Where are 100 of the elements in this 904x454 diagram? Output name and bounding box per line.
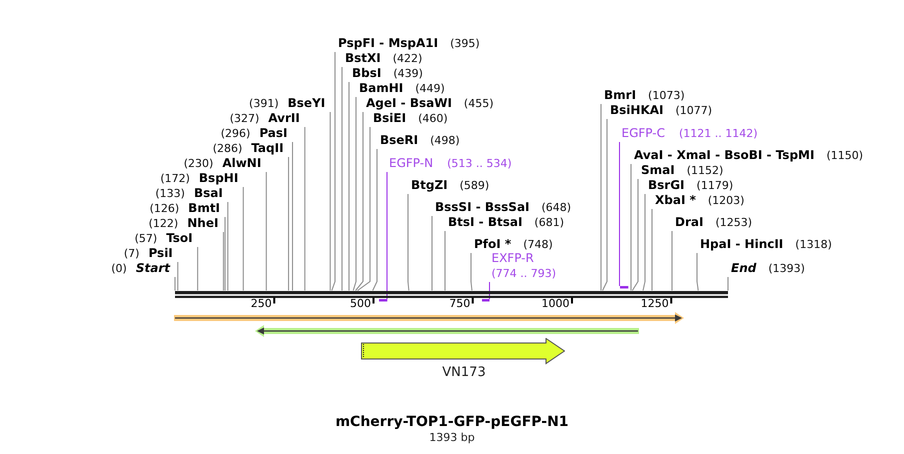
primer-name: EGFP-N xyxy=(389,155,434,171)
tick-label: 750 xyxy=(449,298,470,310)
leader-line xyxy=(632,178,638,291)
leader-line xyxy=(630,164,632,291)
tick-label: 250 xyxy=(250,298,272,310)
enzyme-name: BtgZI xyxy=(411,177,448,193)
enzyme-name: XbaI * xyxy=(655,192,696,208)
enzyme-name: BseYI xyxy=(288,95,326,111)
leader-line xyxy=(357,126,370,291)
site-position: (57) xyxy=(134,231,158,247)
site-position: (449) xyxy=(415,81,445,97)
enzyme-name: PasI xyxy=(259,125,288,141)
leader-line xyxy=(600,104,602,291)
primer-name: EXFP-R xyxy=(492,250,535,266)
site-position: (126) xyxy=(150,201,180,217)
site-position: (460) xyxy=(418,111,448,127)
primer-bar xyxy=(620,286,628,288)
enzyme-name: BsaI xyxy=(194,185,223,201)
enzyme-name: BssSI - BssSaI xyxy=(435,199,530,215)
tick-label: 500 xyxy=(350,298,371,310)
leader-line xyxy=(288,156,290,291)
leader-line xyxy=(242,186,244,291)
dna-backbone xyxy=(175,290,728,298)
site-position: (681) xyxy=(534,215,564,231)
site-position: (589) xyxy=(460,178,490,194)
primer-name: EGFP-C xyxy=(622,125,665,141)
enzyme-name: BmrI xyxy=(604,87,636,103)
enzyme-name: AgeI - BsaWI xyxy=(366,95,452,111)
site-position: (172) xyxy=(160,171,190,187)
enzyme-name: TsoI xyxy=(166,230,193,246)
enzyme-name: BsrGI xyxy=(648,177,685,193)
tick-label: 1250 xyxy=(640,298,669,310)
leader-line xyxy=(266,172,267,291)
site-position: (0) xyxy=(111,261,127,277)
site-position: (296) xyxy=(220,126,250,142)
primer-bar xyxy=(378,299,387,302)
leader-line xyxy=(408,194,410,291)
site-position: (455) xyxy=(464,96,494,112)
primer-bar xyxy=(482,299,490,302)
tick-label: 1000 xyxy=(542,298,570,310)
enzyme-name: TaqII xyxy=(251,140,284,156)
leader-line xyxy=(197,246,198,291)
primer-range: (774 .. 793) xyxy=(492,266,556,282)
enzyme-name: BtsI - BtsaI xyxy=(448,214,522,230)
site-position: (1077) xyxy=(676,103,712,119)
enzyme-name: AvrII xyxy=(268,110,300,126)
leader-line xyxy=(224,216,226,291)
site-position: (327) xyxy=(230,111,260,127)
site-position: (1073) xyxy=(648,88,685,104)
leader-line xyxy=(304,126,306,291)
primer-range: (513 .. 534) xyxy=(447,156,512,172)
leader-line xyxy=(489,282,490,300)
leader-line xyxy=(222,232,224,291)
enzyme-name: BmtI xyxy=(188,200,220,216)
site-position: (439) xyxy=(393,66,423,82)
site-position: (1253) xyxy=(715,215,752,231)
site-position: (1152) xyxy=(686,163,724,179)
enzyme-name: BspHI xyxy=(198,170,238,186)
feature-label: VN173 xyxy=(441,365,487,381)
leader-line xyxy=(372,148,378,291)
enzyme-name: BstXI xyxy=(345,50,381,66)
site-position: (1393) xyxy=(768,261,805,277)
enzyme-name: PfoI * xyxy=(474,236,512,252)
leader-line xyxy=(348,82,350,291)
site-position: (391) xyxy=(249,96,279,112)
enzyme-name: BsiEI xyxy=(373,110,406,126)
enzyme-name: HpaI - HincII xyxy=(700,236,784,252)
leader-line xyxy=(352,96,356,291)
site-position: (1150) xyxy=(826,148,864,164)
enzyme-name: PsiI xyxy=(148,245,173,261)
enzyme-name: DraI xyxy=(675,214,704,230)
leader-line xyxy=(696,252,699,291)
terminus-label: End xyxy=(731,260,756,276)
leader-line xyxy=(331,52,336,291)
enzyme-name: BsiHKAI xyxy=(610,102,664,118)
site-position: (230) xyxy=(184,156,214,172)
site-position: (395) xyxy=(450,36,480,52)
site-position: (748) xyxy=(523,237,553,253)
terminus-label: Start xyxy=(136,260,170,276)
sequence-length: 1393 bp xyxy=(429,431,475,444)
enzyme-name: BbsI xyxy=(352,65,382,81)
primer-range: (1121 .. 1142) xyxy=(678,126,758,142)
enzyme-name: AlwNI xyxy=(222,155,262,171)
leader-line xyxy=(355,112,364,291)
enzyme-name: NheI xyxy=(187,215,218,231)
leader-line xyxy=(386,172,388,300)
feature-track xyxy=(174,312,684,324)
diagram-title: mCherry-TOP1-GFP-pEGFP-N1 xyxy=(335,414,569,431)
leader-line xyxy=(330,112,331,291)
leader-line xyxy=(444,230,446,291)
site-position: (7) xyxy=(124,246,140,262)
leader-line xyxy=(602,118,608,291)
enzyme-name: SmaI xyxy=(641,162,675,178)
leader-line xyxy=(642,194,646,291)
enzyme-name: PspFI - MspA1I xyxy=(338,35,438,51)
site-position: (122) xyxy=(148,216,178,232)
site-position: (648) xyxy=(542,200,572,216)
leader-line xyxy=(619,142,620,286)
leader-line xyxy=(292,142,294,291)
site-position: (422) xyxy=(392,51,422,67)
